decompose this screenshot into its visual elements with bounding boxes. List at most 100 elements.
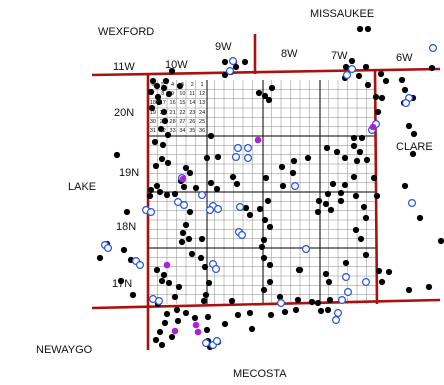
record-dot-black	[192, 184, 200, 192]
record-dot-black	[163, 191, 171, 199]
record-dot-black	[276, 293, 284, 301]
record-dot-black	[186, 169, 194, 177]
record-dot-black	[171, 190, 179, 198]
record-dot-black	[364, 81, 372, 89]
record-dot-black	[279, 182, 287, 190]
record-dot-purple	[192, 321, 200, 329]
record-dot-black	[162, 77, 170, 85]
record-dot-black	[322, 270, 330, 278]
record-dot-blue-open	[232, 153, 241, 162]
record-dot-black	[356, 148, 364, 156]
record-dot-black	[266, 261, 274, 269]
range-label-6w: 6W	[396, 52, 413, 64]
record-dot-black	[266, 278, 274, 286]
record-dot-black	[157, 125, 165, 133]
record-dot-black	[175, 283, 183, 291]
record-dot-black	[262, 174, 270, 182]
section-number: 27	[179, 119, 186, 125]
record-dot-black	[362, 63, 370, 71]
record-dot-black	[355, 72, 363, 80]
section-number: 18	[149, 100, 156, 107]
record-dot-black	[352, 226, 360, 234]
record-dot-black	[294, 296, 302, 304]
record-dot-black	[154, 93, 162, 101]
record-dot-black	[405, 122, 413, 130]
section-number: 24	[199, 109, 206, 116]
record-dot-black	[213, 185, 221, 193]
record-dot-blue-open	[244, 144, 253, 153]
record-dot-black	[202, 291, 210, 299]
record-dot-blue-open	[343, 70, 352, 79]
record-dot-black	[159, 141, 167, 149]
record-dot-black	[158, 341, 166, 349]
record-dot-black	[182, 164, 190, 172]
record-dot-black	[370, 174, 378, 182]
record-dot-black	[352, 192, 360, 200]
section-number: 12	[199, 91, 206, 97]
record-dot-black	[203, 326, 211, 334]
record-dot-blue-open	[136, 261, 145, 270]
record-dot-blue-open	[402, 98, 411, 107]
record-dot-black	[260, 236, 268, 244]
record-dot-black	[221, 71, 229, 79]
record-dot-black	[242, 204, 250, 212]
record-dot-black	[147, 88, 155, 96]
section-number: 23	[189, 109, 196, 116]
record-dot-black	[221, 320, 229, 328]
record-dot-black	[129, 291, 137, 299]
township-label-18n: 18N	[116, 221, 137, 233]
record-markers	[96, 25, 444, 351]
record-dot-black	[207, 132, 215, 140]
record-dot-black	[401, 182, 409, 190]
record-dot-purple	[163, 261, 171, 269]
record-dot-black	[308, 298, 316, 306]
record-dot-black	[163, 310, 171, 318]
record-dot-black	[357, 235, 365, 243]
record-dot-black	[295, 266, 303, 274]
record-dot-black	[197, 254, 205, 262]
record-dot-black	[171, 293, 179, 301]
record-dot-black	[160, 108, 168, 116]
record-dot-black	[350, 134, 358, 142]
record-dot-black	[165, 90, 173, 98]
record-dot-black	[428, 64, 436, 72]
record-dot-black	[173, 306, 181, 314]
record-dot-black	[117, 277, 125, 285]
record-dot-black	[156, 328, 164, 336]
county-line-east	[373, 69, 379, 305]
record-dot-black	[256, 205, 264, 213]
record-dot-black	[314, 299, 322, 307]
record-dot-black	[350, 173, 358, 181]
record-dot-black	[246, 309, 254, 317]
record-dot-black	[191, 314, 199, 322]
record-dot-black	[382, 77, 390, 85]
record-dot-purple	[254, 136, 262, 144]
record-dot-black	[168, 333, 176, 341]
record-dot-black	[232, 63, 240, 71]
record-dot-black	[322, 200, 330, 208]
township-label-19n: 19N	[119, 167, 140, 179]
section-number: 9	[171, 91, 175, 97]
record-dot-black	[377, 70, 385, 78]
range-label-11w: 11W	[113, 61, 135, 73]
record-dot-black	[260, 286, 268, 294]
record-dot-black	[326, 296, 334, 304]
record-dot-black	[289, 169, 297, 177]
record-dot-black	[168, 67, 176, 75]
record-dot-black	[410, 130, 418, 138]
record-dot-black	[180, 183, 188, 191]
record-dot-black	[186, 208, 194, 216]
record-dot-purple	[194, 328, 202, 336]
record-dot-black	[151, 138, 159, 146]
record-dot-black	[281, 308, 289, 316]
record-dot-black	[207, 179, 215, 187]
record-dot-black	[325, 278, 333, 286]
county-border	[91, 34, 441, 350]
record-dot-black	[246, 211, 254, 219]
record-dot-black	[353, 157, 361, 165]
record-dot-black	[341, 181, 349, 189]
section-number: 28	[169, 119, 176, 125]
record-dot-black	[324, 190, 332, 198]
record-dot-blue-open	[342, 273, 351, 282]
county-label-lake: LAKE	[68, 181, 97, 193]
